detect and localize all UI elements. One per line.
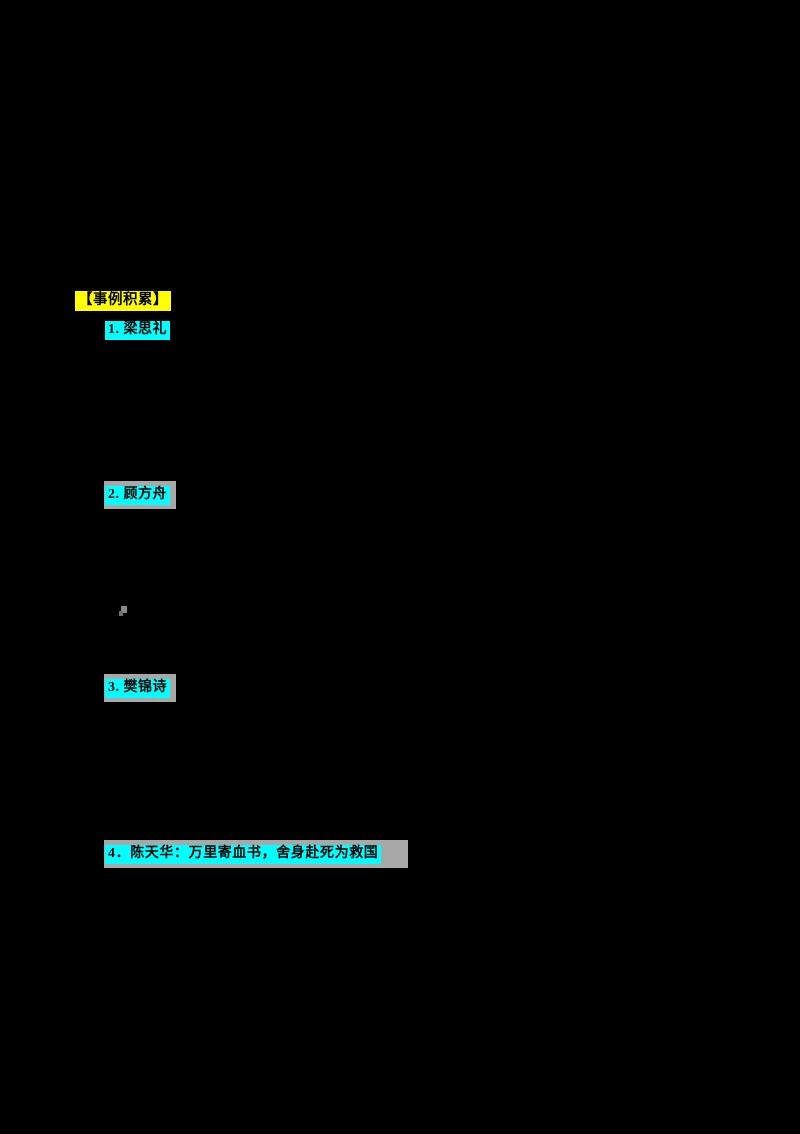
anchor-marker-tail [119, 611, 123, 616]
anchor-marker-icon [119, 606, 128, 616]
section-heading: 【事例积累】 [75, 291, 171, 311]
case-entry-2: 2. 顾方舟 [105, 486, 170, 505]
case-entry-1: 1. 梁思礼 [105, 321, 170, 340]
anchor-marker-body [121, 606, 127, 613]
case-entry-4: 4．陈天华：万里寄血书，舍身赴死为救国 [105, 845, 382, 864]
case-entry-3: 3. 樊锦诗 [105, 679, 170, 698]
